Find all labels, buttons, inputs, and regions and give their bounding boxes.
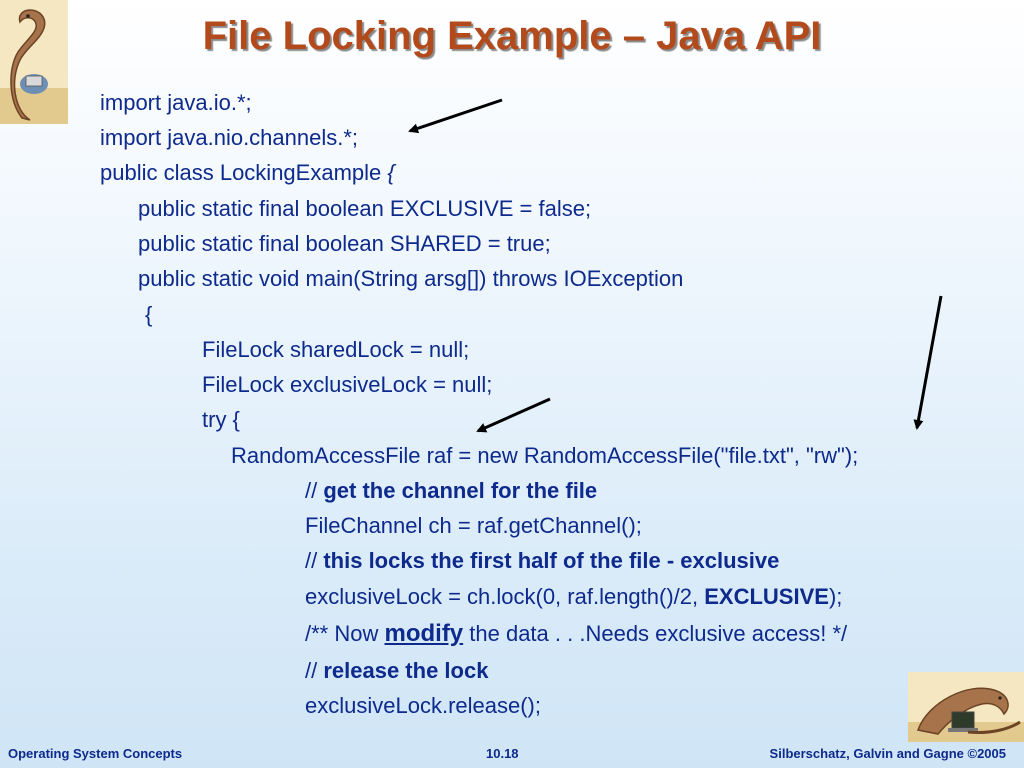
footer-authors: Silberschatz, Galvin and Gagne ©2005 [769,746,1006,761]
code-line-class-decl: public class LockingExample { [100,160,395,186]
code-line-exclusive-lock-call: exclusiveLock = ch.lock(0, raf.length()/… [305,584,842,610]
code-line-release-call: exclusiveLock.release(); [305,693,541,718]
dinosaur-logo-icon [0,0,68,124]
class-open-brace: { [387,160,395,185]
comment-text: this locks the first half of the file - … [323,548,780,573]
code-line-file-channel: FileChannel ch = raf.getChannel(); [305,513,642,538]
comment-prefix: // [305,548,324,573]
comment-prefix: // [305,658,324,683]
comment-suffix: the data . . .Needs exclusive access! */ [463,621,848,646]
code-line-exclusive-const: public static final boolean EXCLUSIVE = … [138,196,592,221]
comment-emphasis-modify: modify [384,620,464,647]
code-line-exclusive-lock: FileLock exclusiveLock = null; [202,372,493,397]
comment-prefix: /** Now [305,621,385,646]
lock-call-exclusive: EXCLUSIVE [704,584,829,609]
code-line-main-open-brace: { [145,302,153,327]
arrow-to-nio-import-icon [408,98,503,134]
slide-title: File Locking Example – Java API [202,14,822,58]
code-line-shared-lock: FileLock sharedLock = null; [202,337,470,362]
code-line-main-decl: public static void main(String arsg[]) t… [138,266,684,291]
comment-prefix: // [305,478,324,503]
arrow-to-random-access-file-icon [476,397,551,433]
footer-slide-number: 10.18 [486,746,519,761]
code-line-try: try { [202,407,240,432]
code-line-import-nio: import java.nio.channels.*; [100,125,359,150]
code-comment-get-channel: // get the channel for the file [305,478,597,504]
code-comment-lock-first-half: // this locks the first half of the file… [305,548,779,574]
code-comment-modify: /** Now modify the data . . .Needs exclu… [305,621,847,647]
footer-course-title: Operating System Concepts [8,746,183,761]
code-comment-release: // release the lock [305,658,488,684]
lock-call-prefix: exclusiveLock = ch.lock(0, raf.length()/… [305,584,705,609]
comment-text: release the lock [323,658,489,683]
code-line-import-io: import java.io.*; [100,90,252,115]
arrow-to-rw-mode-icon [913,295,943,430]
code-line-random-access-file: RandomAccessFile raf = new RandomAccessF… [231,443,859,468]
comment-text: get the channel for the file [323,478,598,503]
code-line-shared-const: public static final boolean SHARED = tru… [138,231,551,256]
class-decl-text: public class LockingExample [100,160,388,185]
lock-call-suffix: ); [828,584,843,609]
dinosaur-laptop-logo-icon [908,672,1024,742]
